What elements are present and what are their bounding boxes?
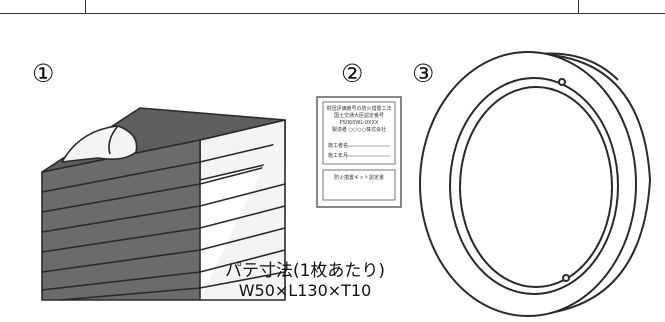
item-number-2: ② bbox=[341, 59, 364, 88]
putty-dimension-values: W50×L130×T10 bbox=[238, 281, 372, 300]
item-number-3: ③ bbox=[412, 59, 435, 88]
table-border-line bbox=[0, 13, 665, 14]
flanged-sleeve-illustration bbox=[419, 51, 652, 317]
card-line: PS060WL-0XXX bbox=[340, 120, 379, 126]
table-column-divider bbox=[578, 0, 579, 14]
table-bottom-edge bbox=[0, 0, 665, 16]
card-line: 施工者名 bbox=[328, 142, 348, 149]
card-line: 施工年月 bbox=[328, 152, 348, 159]
table-column-divider bbox=[85, 0, 86, 14]
card-line: 国土交通大臣認定番号 bbox=[334, 112, 384, 119]
putty-dimension-caption: パテ寸法(1枚あたり) bbox=[224, 261, 386, 281]
item-number-1: ① bbox=[32, 59, 55, 88]
card-line: 財団評価番号の防火措置工法 bbox=[326, 105, 391, 112]
card-line: 製造者 ○○○○株式会社 bbox=[332, 126, 386, 133]
certificate-label-card: 財団評価番号の防火措置工法 国土交通大臣認定番号 PS060WL-0XXX 製造… bbox=[316, 96, 402, 208]
card-line: 防火措置キット認定書 bbox=[334, 174, 384, 181]
putty-stack-illustration bbox=[41, 107, 286, 301]
